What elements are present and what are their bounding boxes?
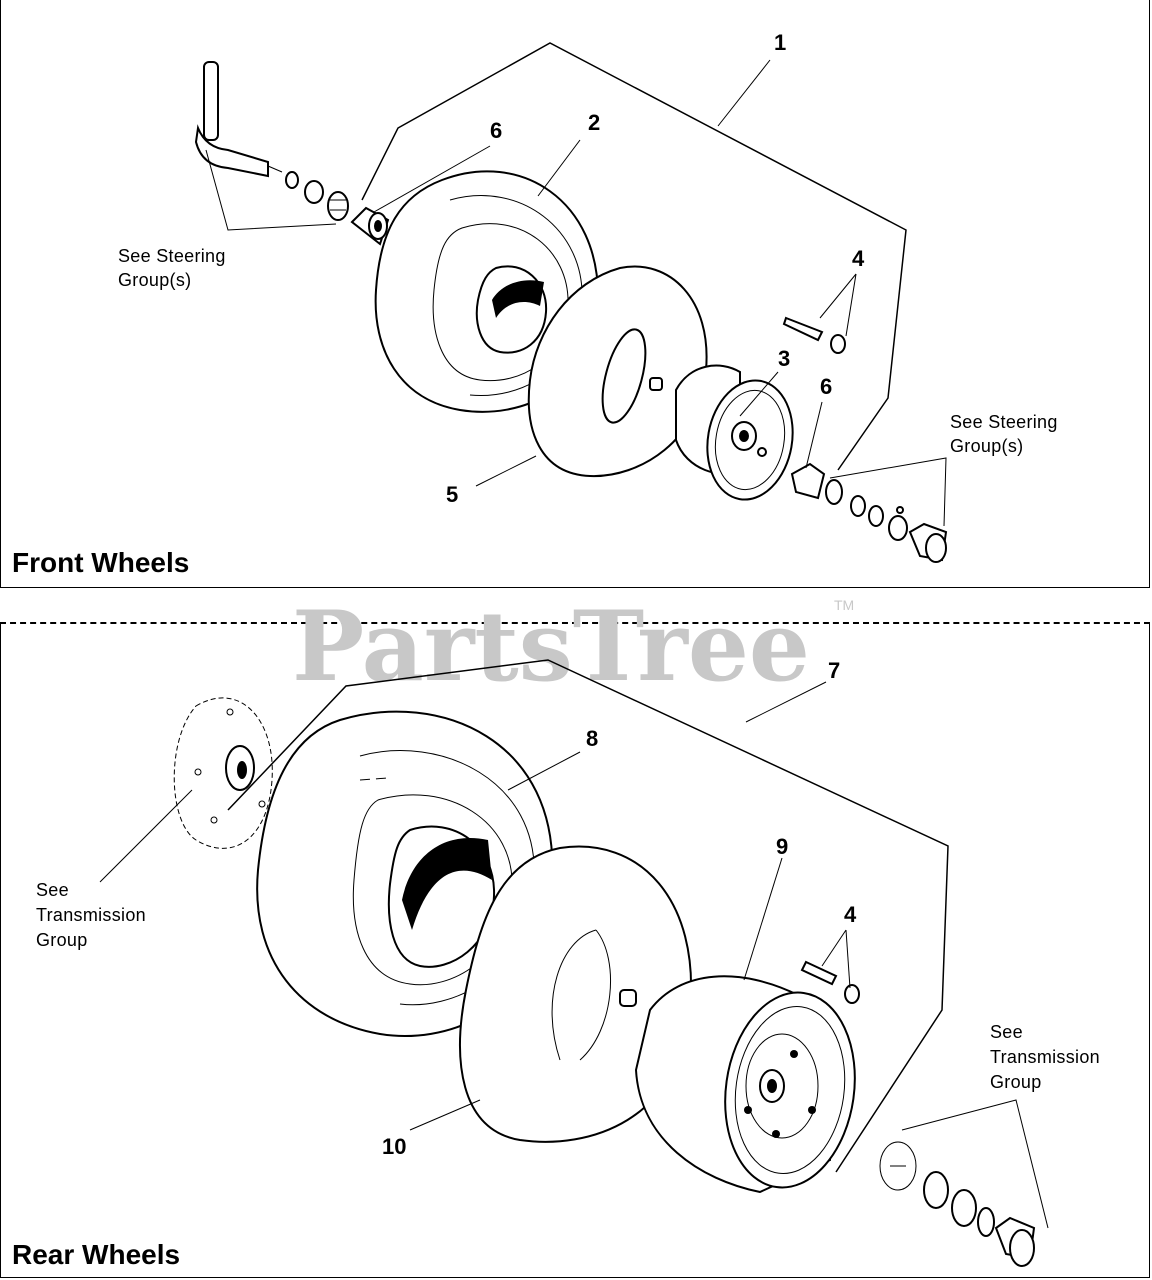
- rear-rim: [634, 975, 856, 1194]
- rear-leader-lines: [99, 681, 1049, 1229]
- note-transmission-left-line2: Transmission: [36, 905, 146, 925]
- front-bushing-left: [350, 206, 390, 246]
- note-transmission-left-line3: Group: [36, 930, 88, 950]
- rear-hardware: [879, 1141, 1036, 1267]
- note-transmission-right-line2: Transmission: [990, 1047, 1100, 1067]
- note-steering-right-line1: See Steering: [950, 412, 1058, 432]
- front-wheels-panel: [0, 0, 1150, 588]
- front-rim: [675, 364, 794, 501]
- rear-wheels-panel: [0, 622, 1150, 1278]
- front-wheels-title: Front Wheels: [12, 547, 189, 578]
- front-bushing-right: [790, 462, 948, 563]
- note-steering-right-line2: Group(s): [950, 436, 1023, 456]
- callout-6-left: 6: [490, 118, 502, 143]
- rear-tube: [459, 845, 693, 1143]
- steering-spindle: [194, 61, 349, 221]
- watermark-tm: TM: [834, 597, 854, 613]
- note-steering-left-line1: See Steering: [118, 246, 226, 266]
- watermark: PartsTree: [292, 590, 810, 703]
- callout-5: 5: [446, 482, 458, 507]
- front-valve-stem: [782, 316, 846, 354]
- note-transmission-right-line3: Group: [990, 1072, 1042, 1092]
- note-steering-left-line2: Group(s): [118, 270, 191, 290]
- callout-4-front: 4: [852, 246, 865, 271]
- front-tube: [527, 265, 708, 478]
- callout-7: 7: [828, 658, 840, 683]
- rear-wheels-title: Rear Wheels: [12, 1239, 180, 1270]
- note-transmission-right-line1: See: [990, 1022, 1023, 1042]
- callout-1: 1: [774, 30, 786, 55]
- callout-9: 9: [776, 834, 788, 859]
- rear-assembly-bracket: [227, 659, 949, 1173]
- rear-hub-plate: [173, 697, 273, 849]
- callout-4-rear: 4: [844, 902, 857, 927]
- callout-6-right: 6: [820, 374, 832, 399]
- front-leader-lines: [205, 59, 947, 527]
- note-transmission-left-line1: See: [36, 880, 69, 900]
- callout-2: 2: [588, 110, 600, 135]
- callout-8: 8: [586, 726, 598, 751]
- callout-3: 3: [778, 346, 790, 371]
- rear-valve-stem: [800, 960, 860, 1004]
- front-assembly-bracket: [361, 42, 907, 471]
- callout-10: 10: [382, 1134, 406, 1159]
